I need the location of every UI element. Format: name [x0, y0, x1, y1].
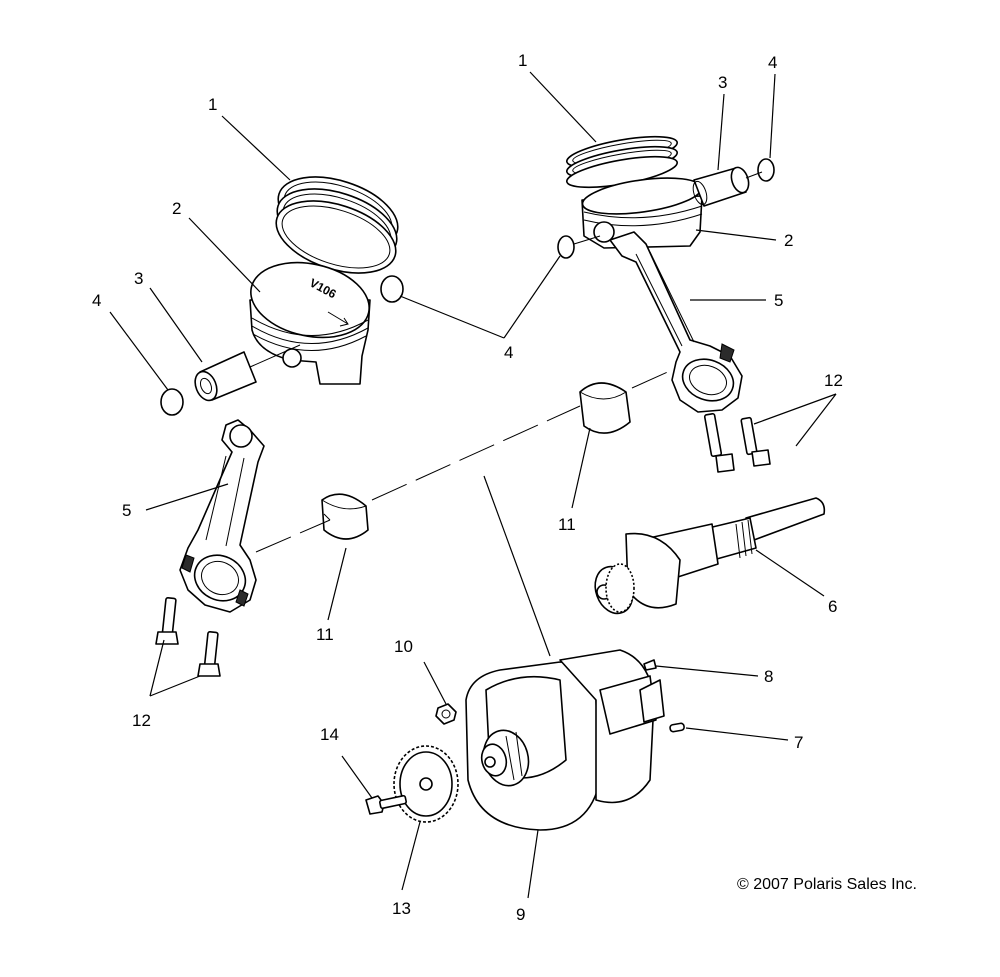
crankshaft	[465, 649, 665, 831]
callout-1-left: 1	[208, 95, 217, 114]
callout-12-right: 12	[824, 371, 843, 390]
dowel-pin	[669, 722, 685, 733]
callout-4-left: 4	[92, 291, 101, 310]
snap-ring-right-outer	[757, 158, 775, 182]
callout-3-left: 3	[134, 269, 143, 288]
bearing-shell-right	[579, 382, 631, 434]
piston-rings-right	[566, 135, 678, 189]
connecting-rod-left	[179, 419, 265, 613]
callout-14: 14	[320, 725, 339, 744]
snap-ring-right-inner	[557, 235, 575, 259]
callout-5-right: 5	[774, 291, 783, 310]
leader-lines	[109, 71, 837, 899]
callout-2-right: 2	[784, 231, 793, 250]
copyright-notice: © 2007 Polaris Sales Inc.	[737, 876, 917, 893]
piston-rings-left	[275, 176, 399, 274]
callout-4-right: 4	[768, 53, 777, 72]
rod-bolts-left	[155, 596, 221, 677]
nut	[435, 703, 457, 725]
callout-1-right: 1	[518, 51, 527, 70]
callout-3-right: 3	[718, 73, 727, 92]
callout-12-left: 12	[132, 711, 151, 730]
rod-bolts-right	[703, 412, 771, 473]
snap-ring-left-outer	[160, 388, 184, 416]
connecting-rod-right	[609, 231, 743, 413]
alignment-line	[255, 369, 673, 553]
woodruff-key	[643, 659, 657, 671]
callout-4-center: 4	[504, 343, 513, 362]
piston-right	[581, 177, 703, 249]
callout-8: 8	[764, 667, 773, 686]
balance-shaft	[594, 497, 826, 615]
snap-ring-left-inner	[380, 275, 404, 303]
callout-10: 10	[394, 637, 413, 656]
callout-7: 7	[794, 733, 803, 752]
callout-5-left: 5	[122, 501, 131, 520]
piston-pin-right	[692, 166, 750, 207]
callout-6: 6	[828, 597, 837, 616]
timing-gear	[393, 745, 459, 823]
callout-9: 9	[516, 905, 525, 924]
callout-11-left: 11	[316, 625, 334, 644]
piston-left: V106	[249, 261, 371, 385]
piston-pin-left	[194, 344, 301, 402]
callout-11-right: 11	[558, 515, 576, 534]
bearing-shell-left	[321, 493, 369, 540]
callout-2-left: 2	[172, 199, 181, 218]
gear-bolt	[365, 794, 407, 815]
callout-labels: 1 2 3 4 4 5 12 11 1 3 4 2 5 12 11 6 10 8…	[92, 51, 843, 924]
callout-13: 13	[392, 899, 411, 918]
